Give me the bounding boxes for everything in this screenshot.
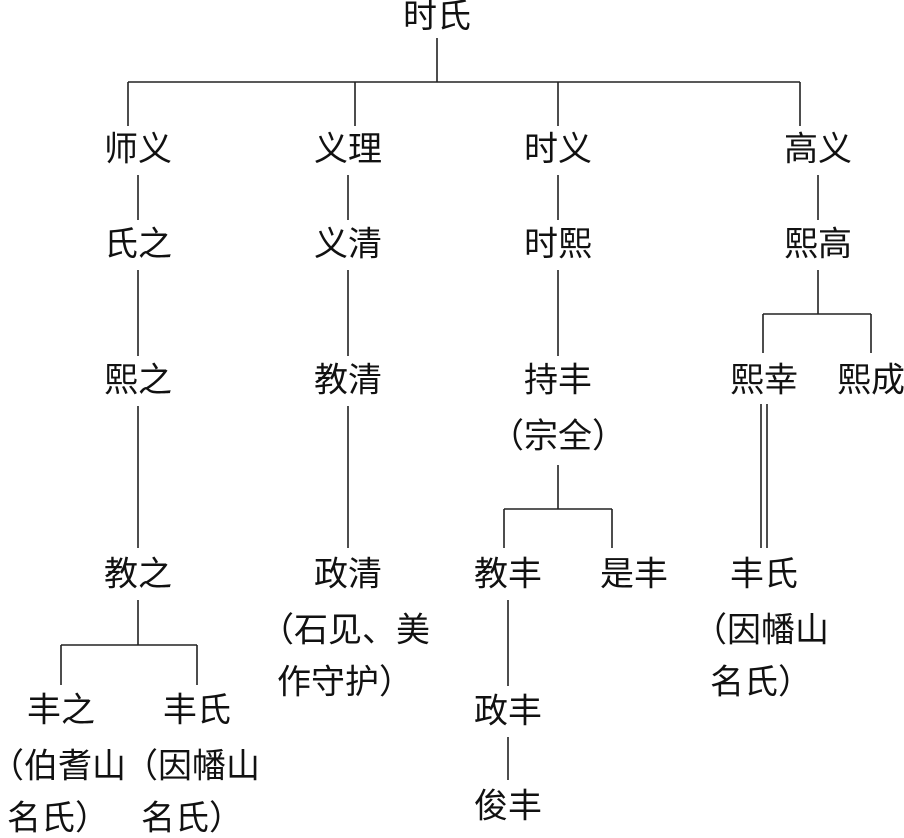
node-note: 名氏） bbox=[710, 663, 812, 703]
node-label: 是丰 bbox=[600, 555, 668, 595]
node-label: 熙幸 bbox=[730, 361, 798, 401]
node-note: （因幡山 bbox=[693, 611, 829, 651]
node-label: 高义 bbox=[784, 130, 852, 170]
node-label: 熙高 bbox=[784, 225, 852, 265]
node-label: 熙之 bbox=[104, 361, 172, 401]
node-note: 名氏） bbox=[7, 799, 109, 838]
node-note: 作守护） bbox=[277, 663, 413, 703]
node-label: 政清 bbox=[314, 555, 382, 595]
node-note: （伯耆山 bbox=[0, 747, 126, 787]
node-note: （因幡山 bbox=[124, 747, 260, 787]
node-note: （宗全） bbox=[490, 417, 626, 457]
node-label: 时义 bbox=[524, 130, 592, 170]
node-label: 丰之 bbox=[27, 691, 95, 731]
root-node: 时氏 bbox=[403, 0, 471, 37]
node-label: 政丰 bbox=[474, 692, 542, 732]
node-label: 氏之 bbox=[104, 225, 172, 265]
node-label: 时熙 bbox=[524, 225, 592, 265]
node-label: 教之 bbox=[104, 555, 172, 595]
node-label: 义清 bbox=[314, 225, 382, 265]
node-label: 丰氏 bbox=[163, 691, 231, 731]
node-label: 义理 bbox=[314, 130, 382, 170]
node-note: 名氏） bbox=[141, 799, 243, 838]
node-label: 师义 bbox=[104, 130, 172, 170]
node-label: 丰氏 bbox=[730, 555, 798, 595]
node-label: 教丰 bbox=[474, 555, 542, 595]
node-note: （石见、美 bbox=[260, 611, 430, 651]
node-label: 俊丰 bbox=[474, 787, 542, 827]
node-label: 教清 bbox=[314, 361, 382, 401]
node-label: 持丰 bbox=[524, 361, 592, 401]
tree-connectors bbox=[60, 38, 872, 780]
node-label: 熙成 bbox=[837, 361, 904, 401]
